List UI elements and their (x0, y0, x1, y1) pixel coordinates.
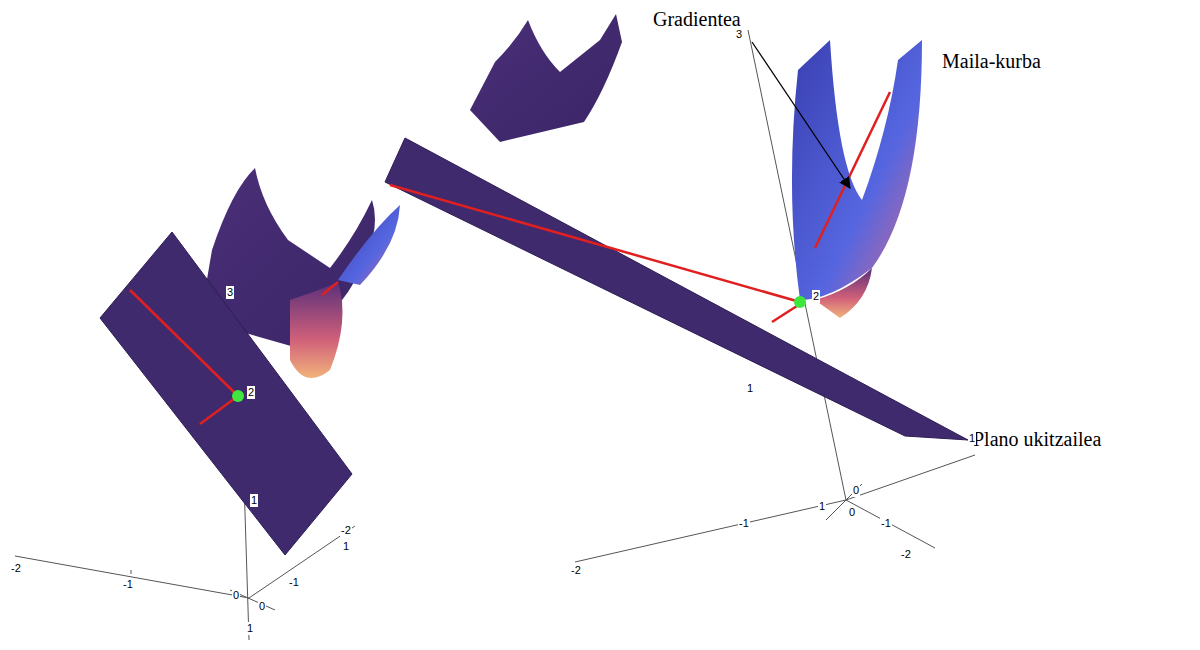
axis-tick-label: -2 (340, 524, 352, 537)
axis-tick-label: -1 (880, 517, 892, 530)
surface-left (100, 168, 400, 555)
axis-tick-label: 1 (250, 494, 258, 507)
axis-tick-label: 1 (968, 432, 976, 445)
axis-tick-label: -1 (288, 576, 300, 589)
axis-tick-label: 1 (746, 382, 754, 395)
axis-tick-label: 0 (232, 589, 240, 602)
axis-tick-label: -2 (900, 548, 912, 561)
leader-arrow (752, 42, 850, 188)
axis-tick-label: 1 (342, 540, 350, 553)
annotation-label: Gradientea (653, 8, 741, 31)
annotation-label: Maila-kurba (942, 50, 1041, 73)
axis-tick-label: 3 (226, 286, 234, 299)
axis-tick-label: -2 (10, 562, 22, 575)
axis-tick-label: 2 (812, 290, 820, 303)
axis-tick-label: 3 (735, 28, 743, 41)
axis-tick-label: 2 (247, 386, 255, 399)
axis-tick-label: -1 (122, 578, 134, 591)
axis-tick-label: -1 (738, 517, 750, 530)
surface-right (385, 14, 968, 440)
axis-tick-label: 0 (852, 484, 860, 497)
axis-tick-label: 1 (246, 622, 254, 635)
axis-tick-label: 0 (848, 506, 856, 519)
axis-tick-label: 1 (818, 500, 826, 513)
axis-tick-label: -2 (570, 564, 582, 577)
axis-tick-label: 0 (258, 600, 266, 613)
annotation-label: Plano ukitzailea (973, 428, 1101, 451)
